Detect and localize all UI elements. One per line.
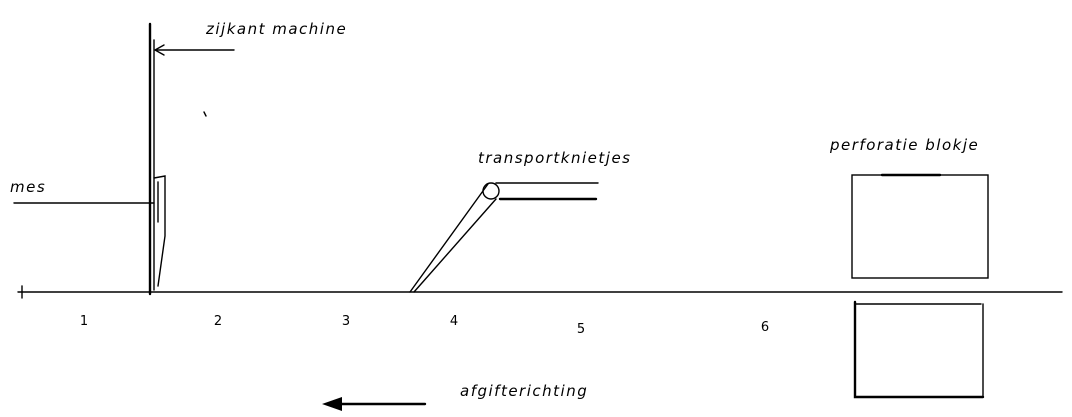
machine-side-label: zijkant machine: [205, 20, 347, 38]
machine-side-wall: [148, 22, 155, 296]
position-number: 6: [761, 320, 769, 335]
feed-direction-label: afgifterichting: [460, 382, 588, 400]
machine-side-arrow: [153, 44, 235, 56]
transport-knobs-label: transportknietjes: [478, 149, 632, 167]
transport-knobs-arm: [409, 182, 599, 293]
knife-label: mes: [10, 178, 46, 196]
position-number: 1: [80, 314, 88, 329]
perforation-block-lower: [853, 300, 985, 399]
position-number: 4: [450, 314, 458, 329]
feed-direction-arrow: [322, 397, 427, 411]
perforation-block-label: perforatie blokje: [829, 136, 979, 154]
knife-blade: [153, 175, 166, 287]
position-number: 5: [577, 322, 585, 337]
position-number: 2: [214, 314, 222, 329]
position-number: 3: [342, 314, 350, 329]
stray-mark: [203, 111, 207, 117]
perforation-block-upper: [851, 174, 989, 279]
